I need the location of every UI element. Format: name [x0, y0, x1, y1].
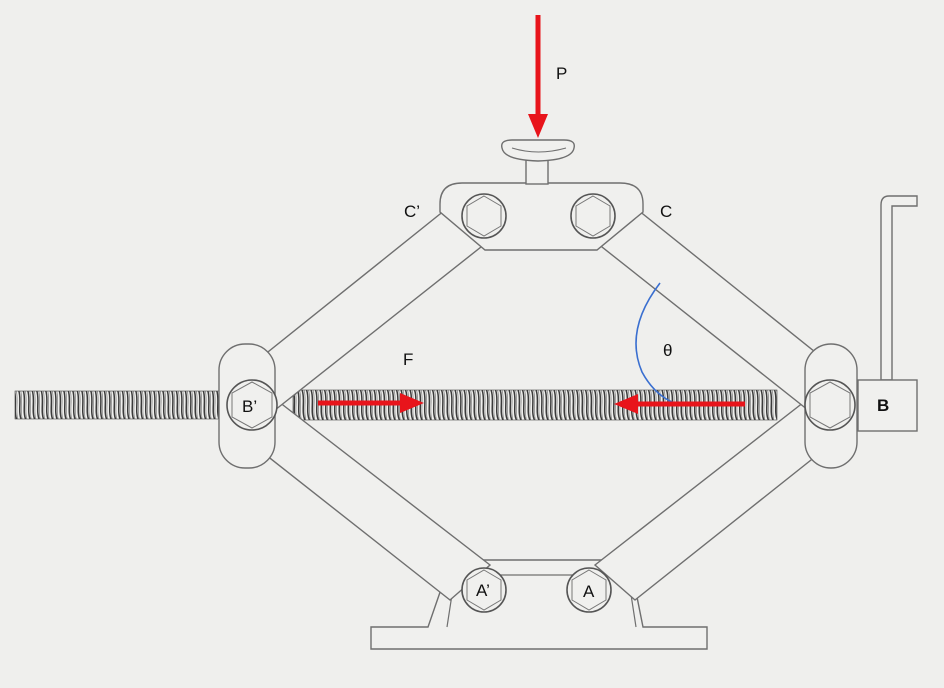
- angle-arc: [635, 282, 681, 406]
- screw-thread-left: [14, 390, 226, 420]
- force-arrow-left: [614, 394, 745, 414]
- pin-a: [566, 567, 612, 613]
- pin-b: [804, 379, 856, 431]
- pin-b-prime: [226, 379, 278, 431]
- crank-handle: [880, 195, 918, 381]
- pin-c: [570, 193, 616, 239]
- label-c: C: [660, 202, 672, 221]
- force-arrow-right: [318, 393, 424, 413]
- label-f: F: [403, 350, 413, 369]
- pin-c-prime: [461, 193, 507, 239]
- saddle-pad: [501, 139, 575, 162]
- label-p: P: [556, 64, 567, 83]
- label-c-prime: C’: [404, 202, 420, 221]
- label-b-prime: B’: [242, 397, 257, 416]
- crank-block: [857, 379, 918, 432]
- top-stem: [525, 159, 549, 185]
- label-a: A: [583, 582, 595, 601]
- label-theta: θ: [663, 341, 672, 360]
- label-a-prime: A’: [476, 581, 490, 600]
- load-arrow-p: [528, 15, 548, 138]
- pin-a-prime: [461, 567, 507, 613]
- saddle-pad-lip: [511, 147, 567, 153]
- base-inner: [446, 574, 637, 628]
- label-b: B: [877, 396, 889, 415]
